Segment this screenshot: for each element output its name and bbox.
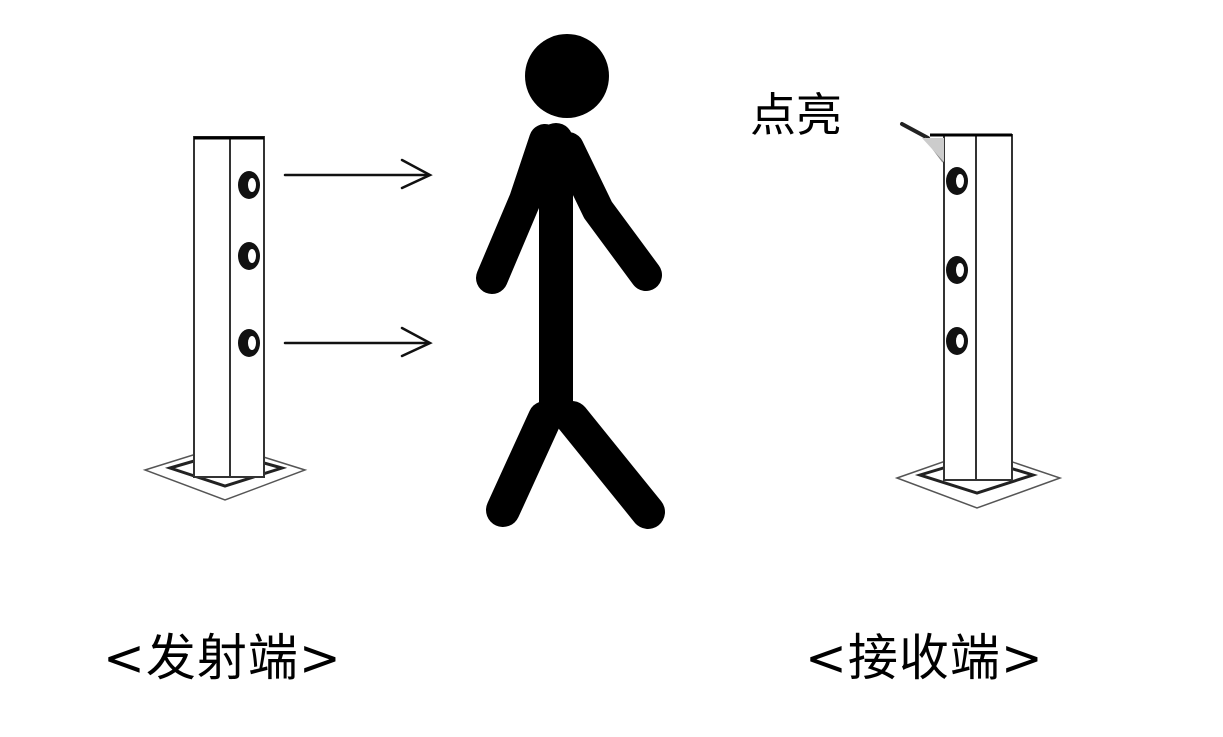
person-leg-right (555, 401, 665, 529)
person-head (525, 34, 609, 118)
person-arm-left (476, 124, 561, 294)
receiver-lens (946, 327, 968, 355)
transmitter-lens (238, 329, 260, 357)
person-leg-left (486, 401, 562, 527)
receiver-lens (946, 167, 968, 195)
transmitter-post (142, 136, 308, 501)
transmitter-lens (238, 242, 260, 270)
person-arm-right (552, 132, 662, 291)
receiver-lens (946, 256, 968, 284)
transmitter-label: <发射端> (103, 629, 342, 687)
transmitter-lens (238, 171, 260, 199)
indicator-leader-line (900, 122, 944, 163)
beam-arrow (283, 158, 433, 190)
indicator-light (922, 138, 944, 162)
receiver-label: <接收端> (805, 629, 1044, 687)
receiver-post (894, 133, 1063, 509)
person-figure (476, 34, 665, 529)
indicator-callout-label: 点亮 (750, 88, 842, 142)
beam-arrow (283, 326, 433, 358)
